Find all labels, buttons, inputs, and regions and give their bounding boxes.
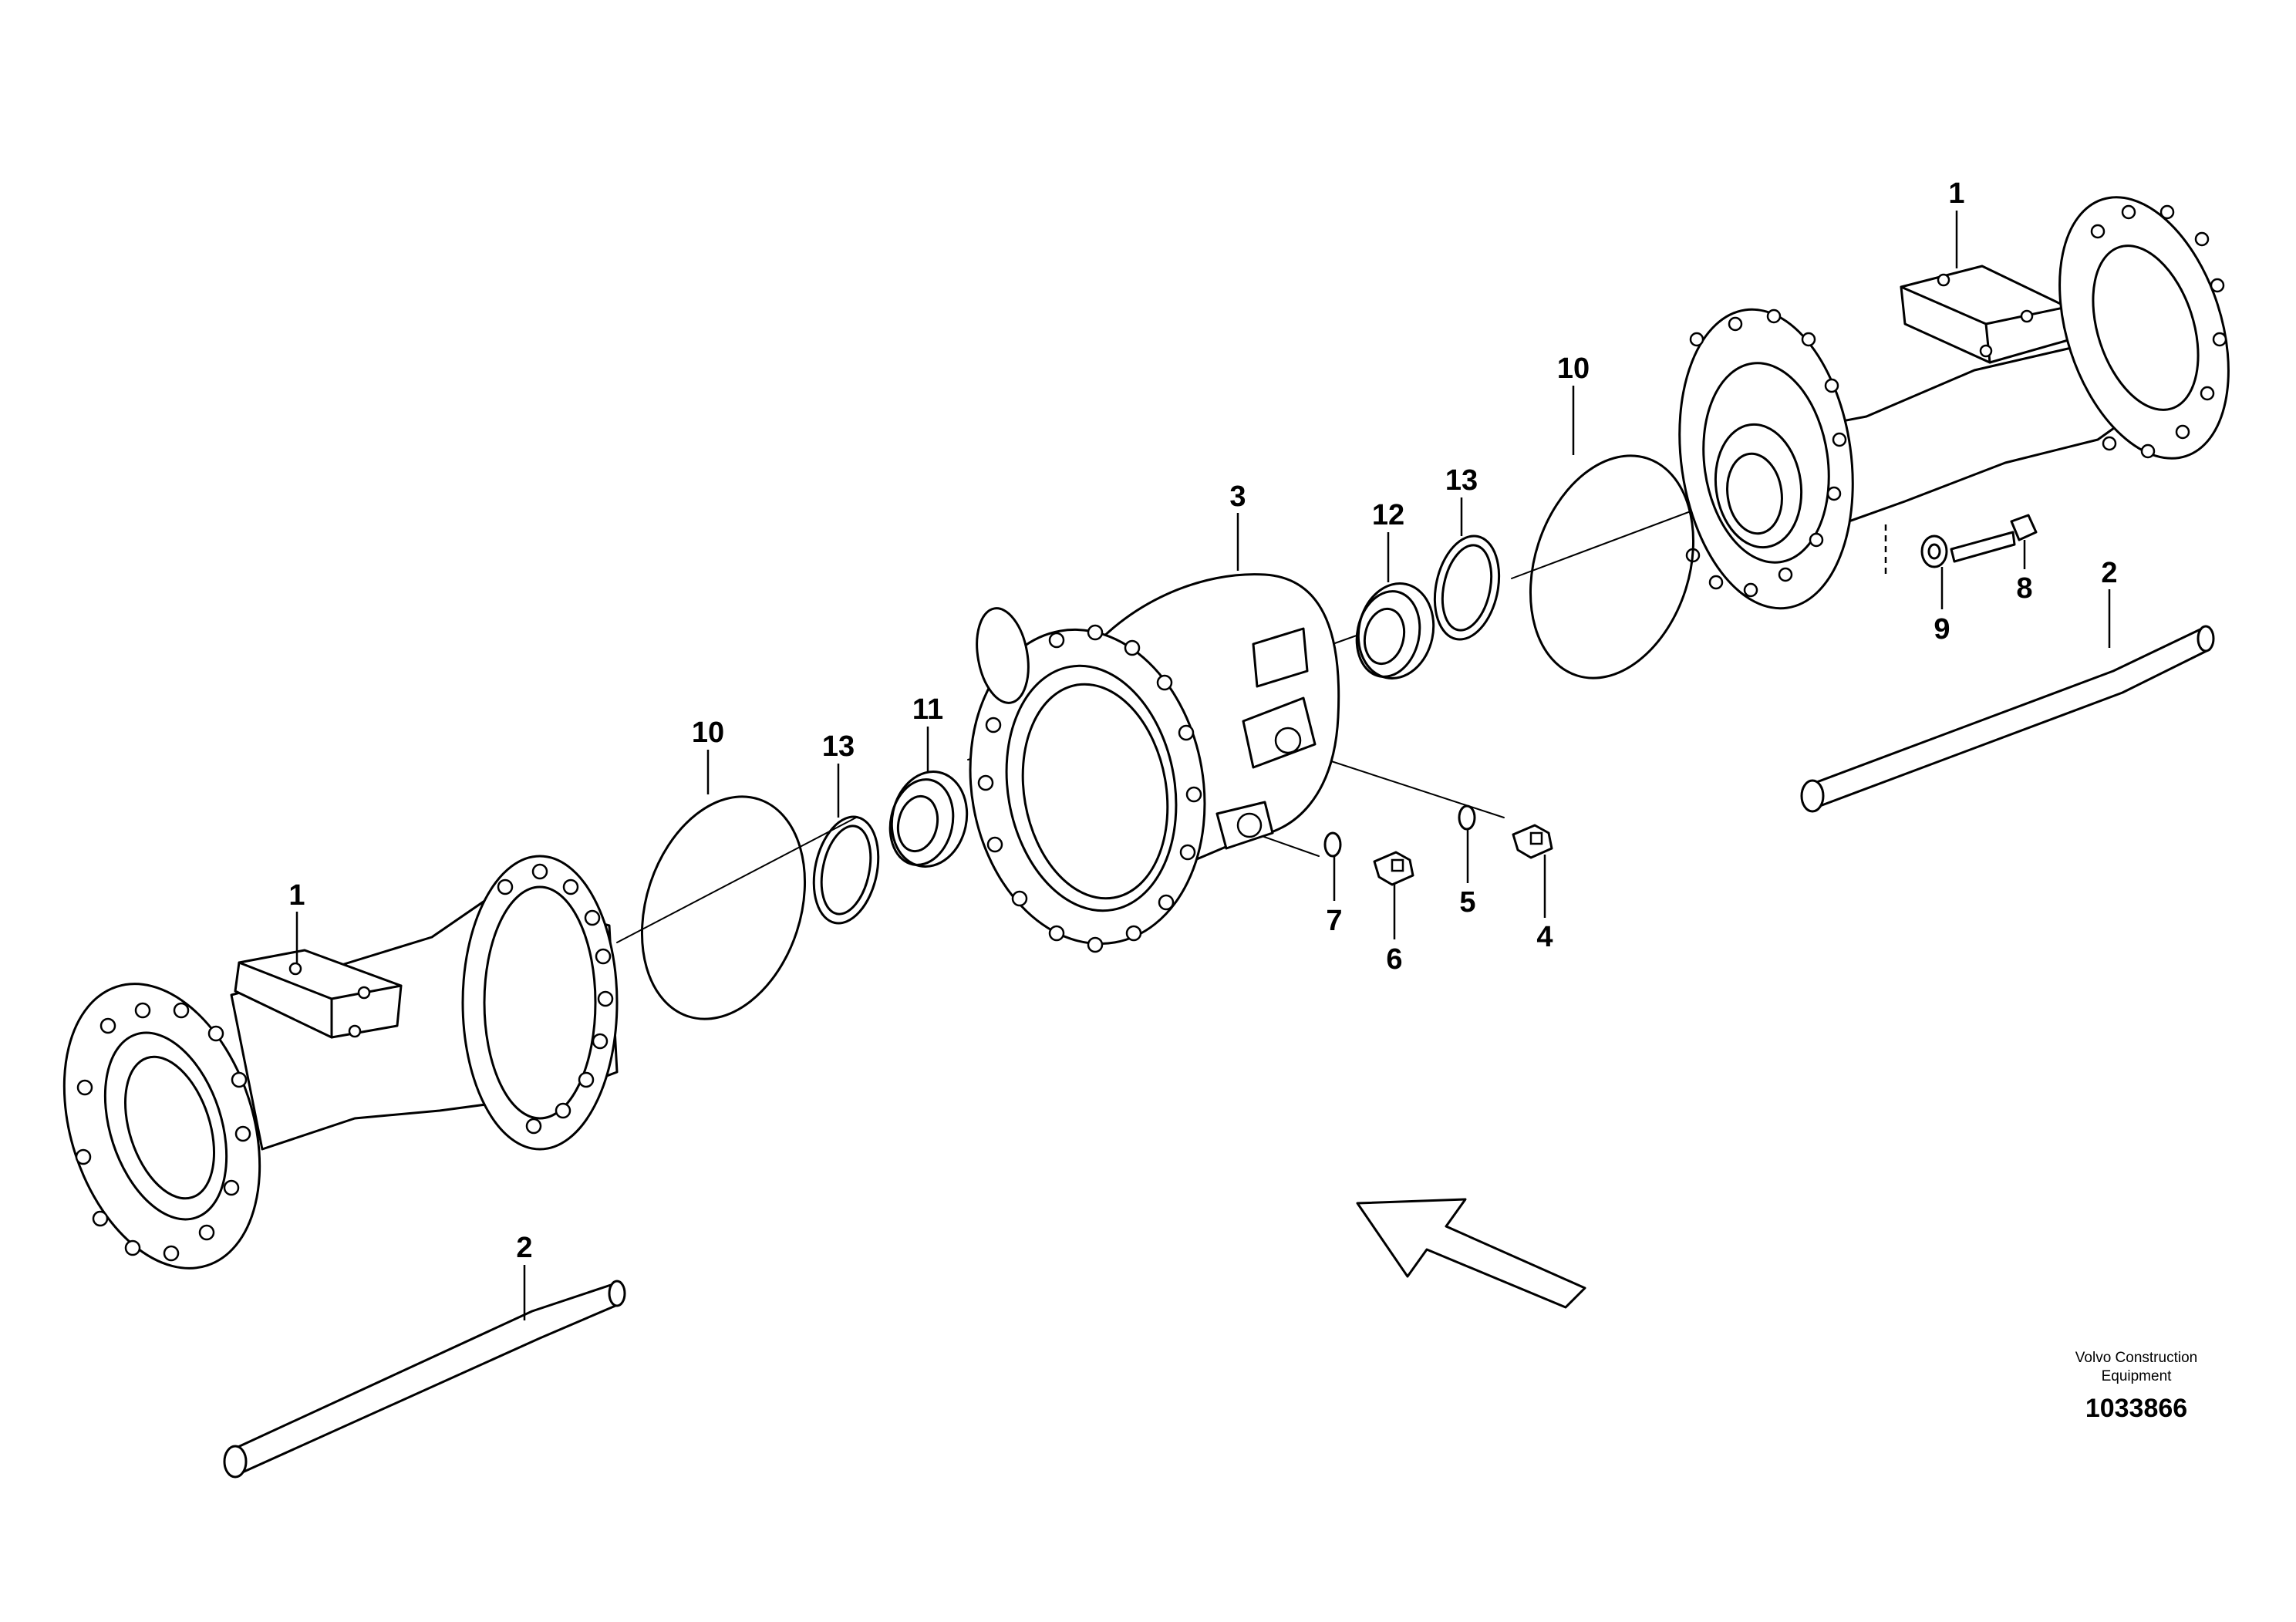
bearing-left	[888, 771, 969, 868]
washer-9	[1920, 534, 1948, 568]
o-ring-left	[640, 795, 807, 1020]
half-shaft-right	[1800, 625, 2215, 813]
direction-arrow	[1356, 1198, 1586, 1309]
bolt-8	[1950, 514, 2038, 563]
callout-3: 3	[1229, 481, 1246, 513]
flange-bolt-holes-wheel-right	[2090, 204, 2227, 459]
axle-housing-right	[1678, 196, 2230, 610]
brand-line-2: Equipment	[2102, 1368, 2173, 1384]
footer-branding: Volvo Construction Equipment 1033866	[2075, 1350, 2197, 1423]
callout-13-left: 13	[822, 730, 855, 763]
callout-10-left: 10	[692, 717, 724, 749]
flange-bolt-holes-center-right	[1685, 309, 1847, 598]
callout-12: 12	[1372, 499, 1404, 531]
callout-9: 9	[1934, 613, 1950, 646]
o-ring-right	[1529, 454, 1695, 679]
callout-1-right: 1	[1948, 177, 1964, 210]
plug-4	[1512, 824, 1553, 859]
axle-housing-left	[62, 855, 619, 1270]
plug-6	[1373, 851, 1414, 886]
seal-ring-5	[1458, 804, 1476, 831]
shim-right	[1433, 534, 1501, 641]
callout-7: 7	[1326, 905, 1342, 937]
callout-6: 6	[1386, 943, 1402, 976]
bearing-right	[1355, 582, 1435, 679]
callout-11: 11	[912, 693, 943, 726]
callout-4: 4	[1536, 921, 1553, 953]
shim-left	[812, 815, 880, 925]
differential-housing	[969, 573, 1340, 953]
brand-line-1: Volvo Construction	[2075, 1350, 2197, 1366]
callout-1-left: 1	[288, 879, 305, 912]
callout-5: 5	[1459, 886, 1475, 919]
flange-bolt-holes-center-left	[497, 863, 614, 1135]
callout-10-right: 10	[1557, 352, 1590, 385]
flange-bolt-holes-wheel-left	[75, 1002, 251, 1262]
document-number: 1033866	[2085, 1394, 2187, 1423]
callout-2-right: 2	[2101, 557, 2117, 589]
callout-13-right: 13	[1445, 464, 1478, 497]
half-shaft-left	[223, 1280, 626, 1479]
callout-2-left: 2	[516, 1232, 532, 1264]
callout-labels: 1 1 2 2 3 4 5 6 7 8 9 10 10 11 12 13 13	[288, 177, 2117, 1264]
callout-8: 8	[2016, 572, 2032, 605]
seal-ring-7	[1323, 831, 1342, 858]
leader-lines	[295, 211, 2111, 1320]
